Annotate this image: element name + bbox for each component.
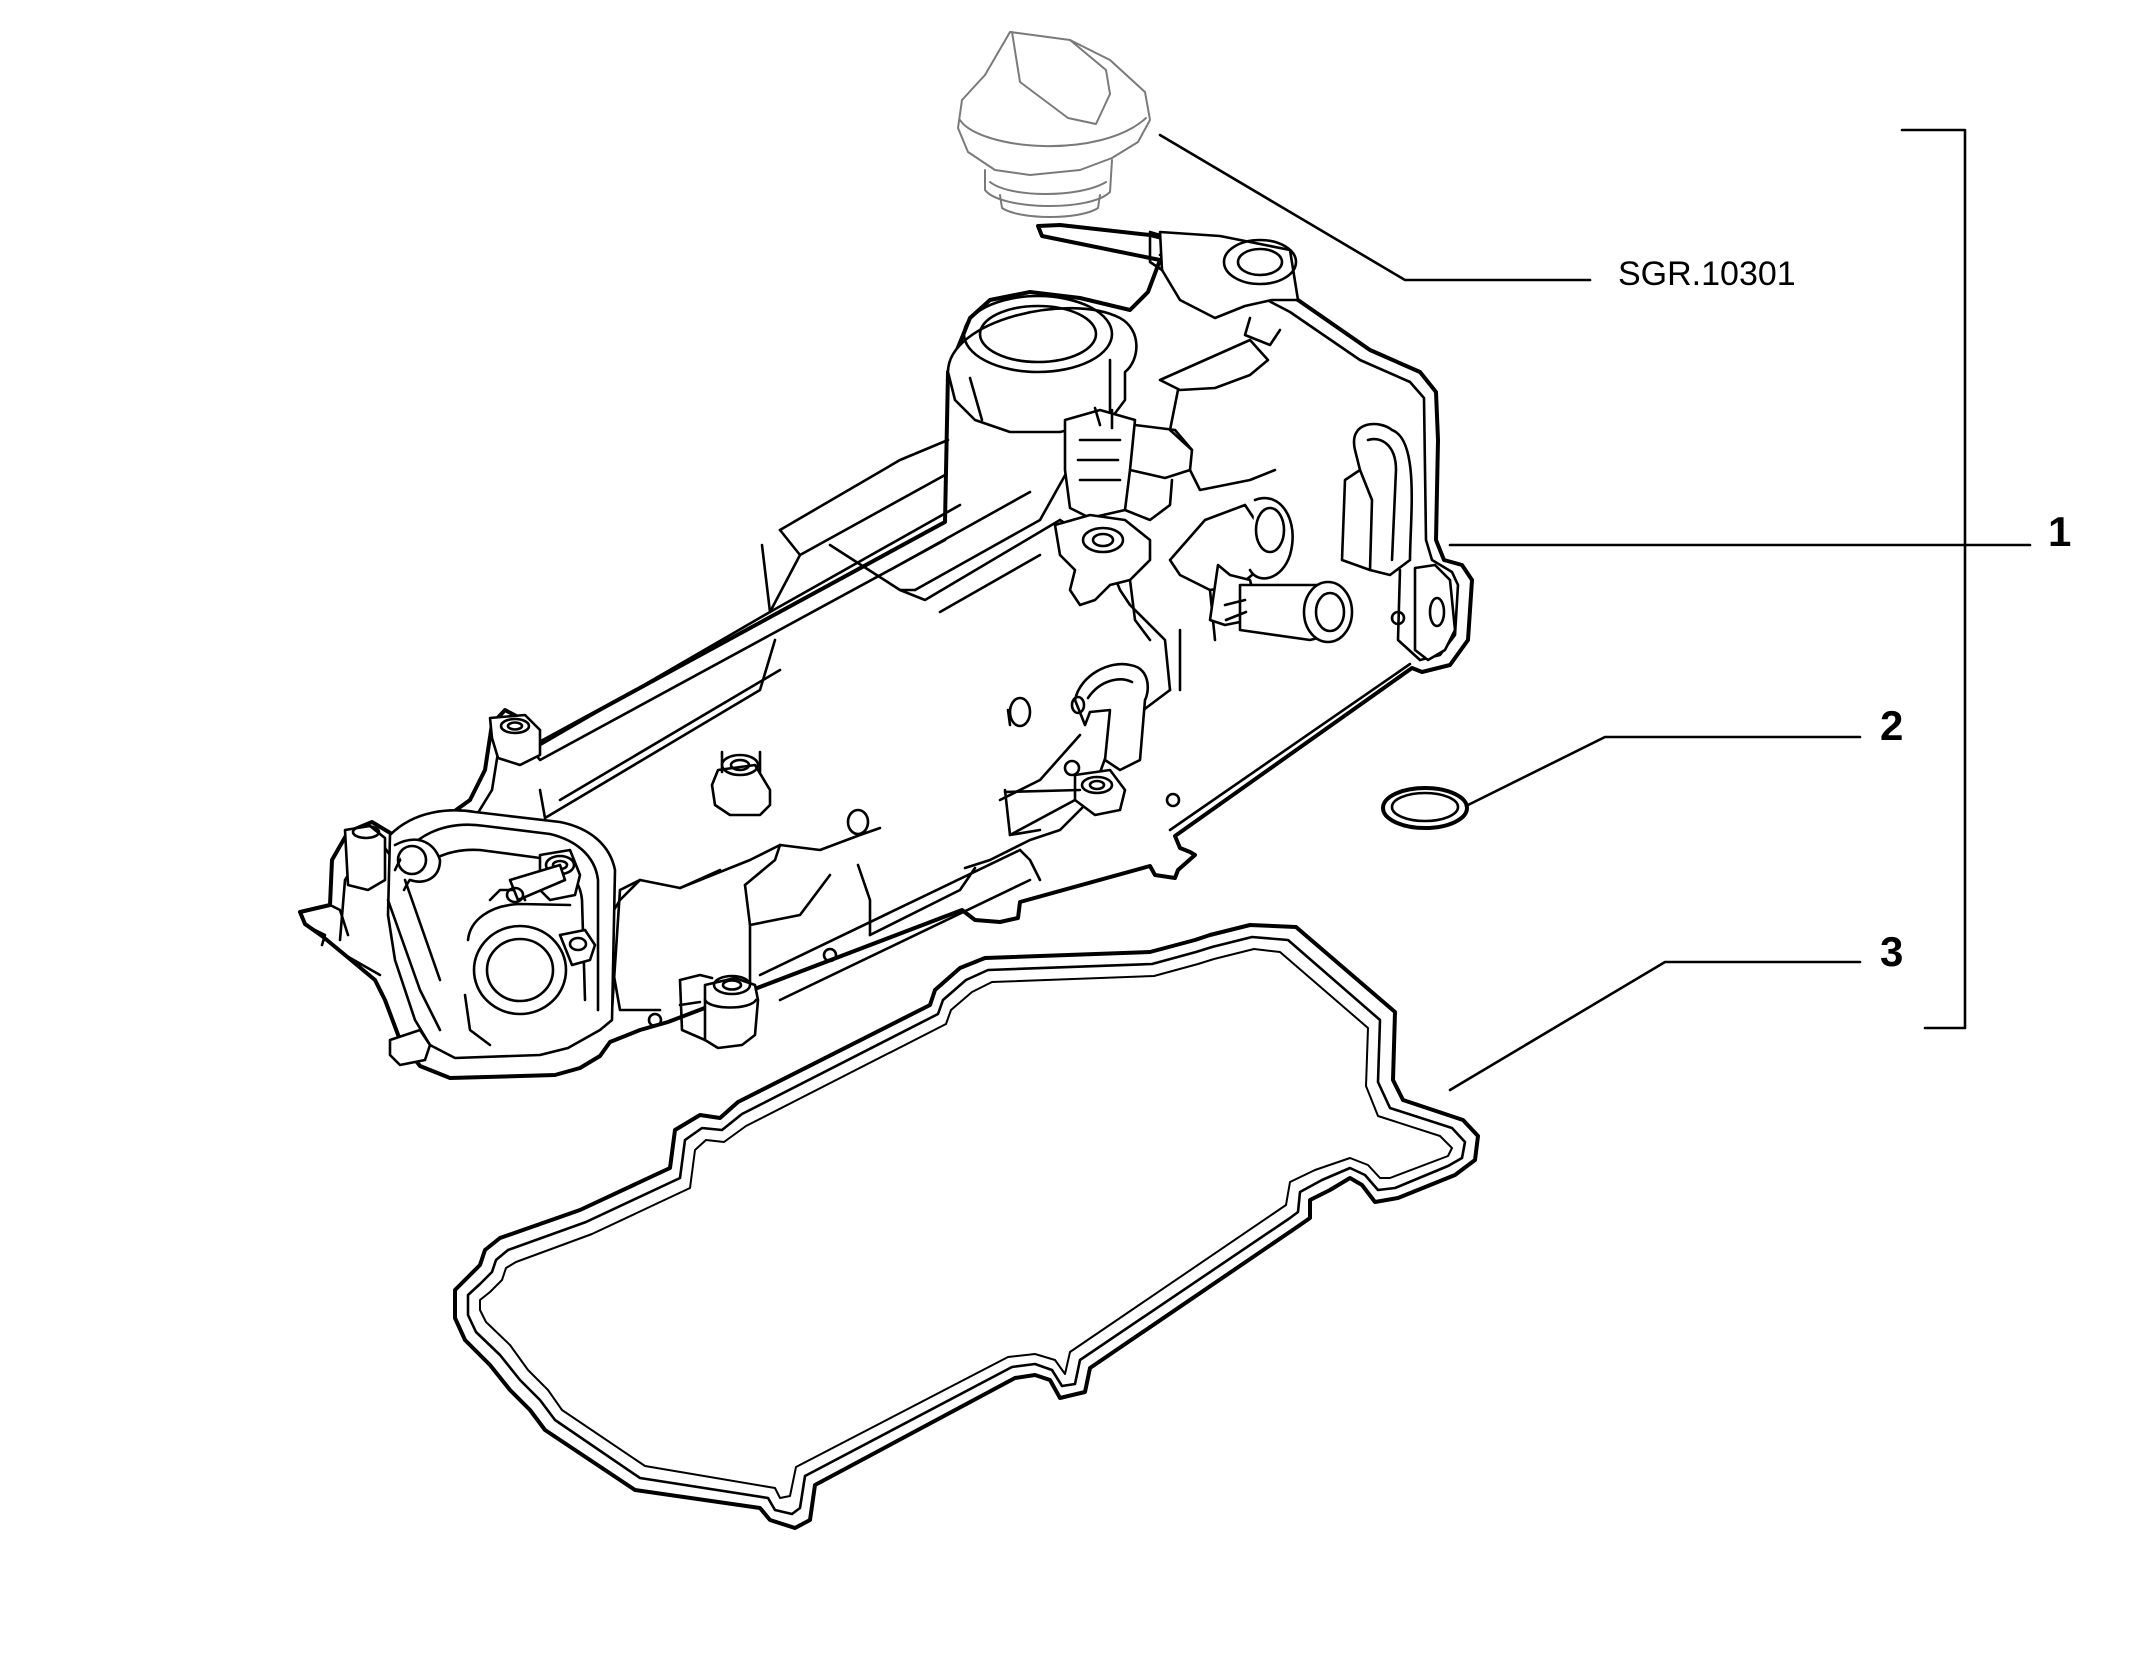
- oil-filler-cap[interactable]: [957, 31, 1151, 218]
- valve-cover[interactable]: [298, 223, 1474, 1080]
- item-2-label: 2: [1880, 702, 1903, 749]
- o-ring[interactable]: [1381, 786, 1469, 830]
- leader-lines: [1158, 128, 2032, 1092]
- item-1-label: 1: [2048, 508, 2071, 555]
- item-3-label: 3: [1880, 928, 1903, 975]
- valve-cover-gasket[interactable]: [453, 923, 1480, 1530]
- cap-reference-label: SGR.10301: [1618, 255, 1796, 293]
- assembly-bracket: [1900, 128, 1967, 1030]
